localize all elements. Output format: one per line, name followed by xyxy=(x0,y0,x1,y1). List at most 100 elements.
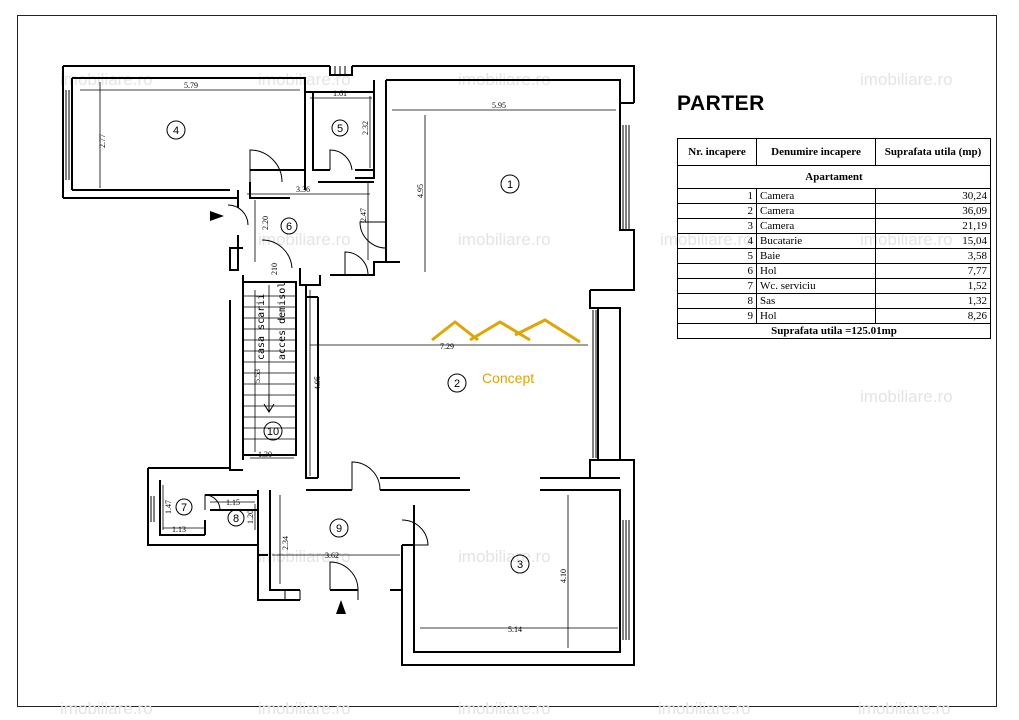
cell-area: 1,32 xyxy=(875,293,991,309)
cell-area: 36,09 xyxy=(875,203,991,219)
stair-treads xyxy=(243,285,296,440)
room-number-7: 7 xyxy=(181,502,187,514)
cell-nr: 9 xyxy=(677,308,757,324)
dim-1-61: 1.61 xyxy=(333,89,347,98)
walls xyxy=(62,65,635,666)
dim-4-10: 4.10 xyxy=(559,569,568,583)
room-marker xyxy=(166,120,186,140)
cell-name: Hol xyxy=(756,263,876,279)
room-markers xyxy=(166,119,530,574)
dim-1-30: 1.30 xyxy=(258,450,272,459)
drawing-frame xyxy=(17,15,997,707)
windows xyxy=(62,66,630,640)
room-marker xyxy=(175,498,193,516)
cell-nr: 7 xyxy=(677,278,757,294)
watermark: imobiliare.ro xyxy=(258,230,351,249)
room-number-9: 9 xyxy=(336,523,342,535)
stair-labels: casa scarii acces demisol xyxy=(256,282,288,360)
cell-nr: 2 xyxy=(677,203,757,219)
cell-nr: 3 xyxy=(677,218,757,234)
watermark: imobiliare.ro xyxy=(258,547,351,566)
concept-logo: Concept xyxy=(431,318,581,386)
room-area-table: Nr. incapere Denumire incapere Suprafata… xyxy=(677,138,991,339)
dim-5-53: 5.53 xyxy=(253,369,262,383)
watermark: imobiliare.ro xyxy=(858,699,951,718)
table-header-row: Nr. incapere Denumire incapere Suprafata… xyxy=(677,138,991,166)
watermark: imobiliare.ro xyxy=(658,699,751,718)
dim-4-95-top: 4.95 xyxy=(416,184,425,198)
room-marker xyxy=(510,554,530,574)
dim-2-20: 2.20 xyxy=(261,216,270,230)
watermark: imobiliare.ro xyxy=(458,230,551,249)
cell-name: Camera xyxy=(756,218,876,234)
watermark: imobiliare.ro xyxy=(258,699,351,718)
cell-name: Camera xyxy=(756,203,876,219)
room-number-5: 5 xyxy=(337,123,343,135)
dim-1-47: 1.47 xyxy=(164,500,173,514)
cell-area: 7,77 xyxy=(875,263,991,279)
cell-nr: 4 xyxy=(677,233,757,249)
cell-name: Camera xyxy=(756,188,876,204)
stair-arrow xyxy=(263,395,275,413)
dim-2-77: 2.77 xyxy=(98,134,107,148)
cell-name: Bucatarie xyxy=(756,233,876,249)
watermark: imobiliare.ro xyxy=(60,70,153,89)
room-number-4: 4 xyxy=(173,125,179,137)
cell-name: Sas xyxy=(756,293,876,309)
room-number-10: 10 xyxy=(267,426,279,438)
plan-title: PARTER xyxy=(677,92,765,115)
room-marker xyxy=(263,421,283,441)
section-label: Apartament xyxy=(677,165,991,189)
dim-210: 210 xyxy=(270,263,279,275)
watermark: imobiliare.ro xyxy=(860,387,953,406)
dim-3-62: 3.62 xyxy=(325,551,339,560)
watermark: imobiliare.ro xyxy=(60,699,153,718)
cell-nr: 6 xyxy=(677,263,757,279)
dim-7-29: 7.29 xyxy=(440,342,454,351)
section-row: Apartament xyxy=(677,165,991,189)
room-number-2: 2 xyxy=(454,378,460,390)
watermark: imobiliare.ro xyxy=(860,70,953,89)
dim-5-95: 5.95 xyxy=(492,101,506,110)
room-number-1: 1 xyxy=(507,179,513,191)
room-marker xyxy=(280,217,298,235)
stair-label-acces-demisol: acces demisol xyxy=(277,282,288,360)
room-numbers: 4 5 1 2 3 6 7 8 9 10 xyxy=(173,123,523,571)
entrance-arrow-south xyxy=(336,600,346,614)
cell-area: 15,04 xyxy=(875,233,991,249)
room-number-8: 8 xyxy=(233,513,239,525)
column-header-name: Denumire incapere xyxy=(756,138,876,166)
stair-label-casa-scarii: casa scarii xyxy=(256,294,267,360)
room-marker xyxy=(500,174,520,194)
column-header-area: Suprafata utila (mp) xyxy=(875,138,991,166)
watermark: imobiliare.ro xyxy=(458,699,551,718)
room-marker xyxy=(329,518,349,538)
total-row: Suprafata utila =125.01mp xyxy=(677,323,991,339)
dim-1-20: 1.20 xyxy=(246,510,255,524)
watermark: imobiliare.ro xyxy=(458,547,551,566)
dim-2-34: 2.34 xyxy=(281,536,290,550)
total-area: Suprafata utila =125.01mp xyxy=(677,323,991,339)
dimension-lines xyxy=(80,82,618,648)
room-marker xyxy=(447,373,467,393)
dim-2-47: 2.47 xyxy=(359,208,368,222)
entrance-arrow-west xyxy=(210,211,224,221)
cell-name: Wc. serviciu xyxy=(756,278,876,294)
cell-area: 8,26 xyxy=(875,308,991,324)
cell-area: 1,52 xyxy=(875,278,991,294)
cell-nr: 8 xyxy=(677,293,757,309)
dim-4-95-left: 4.95 xyxy=(313,376,322,390)
cell-nr: 5 xyxy=(677,248,757,264)
room-marker xyxy=(227,509,245,527)
logo-text: Concept xyxy=(482,370,534,386)
